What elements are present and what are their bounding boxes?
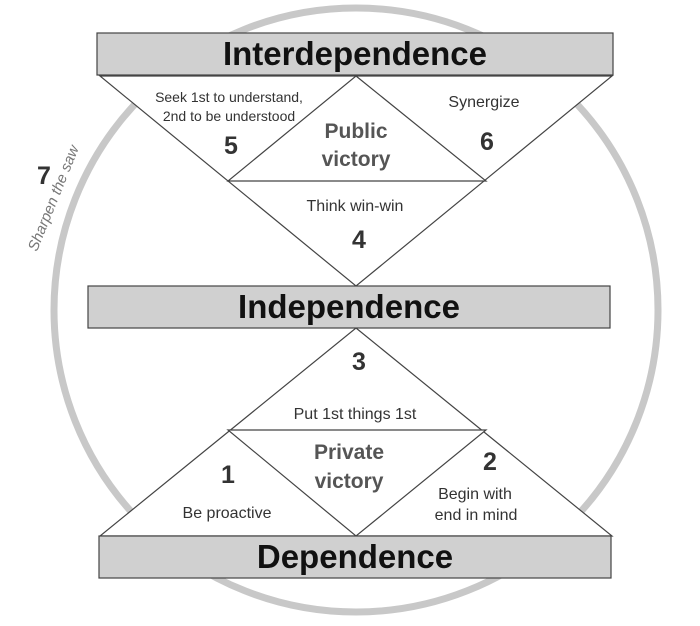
habit-2-number: 2 <box>483 448 497 476</box>
habit-7-number: 7 <box>37 162 51 190</box>
interdependence-label: Interdependence <box>223 35 487 72</box>
dependence-bar <box>98 535 612 579</box>
habit-4-number: 4 <box>352 226 366 254</box>
habit-1-label: Be proactive <box>183 505 272 522</box>
habit-5-number: 5 <box>224 132 238 160</box>
private-victory-line2: victory <box>315 470 384 493</box>
public-victory-triangle <box>226 75 488 182</box>
dependence-label: Dependence <box>257 538 453 575</box>
habit-2-label-line1: Begin with <box>438 486 512 503</box>
habit-4-label: Think win-win <box>307 198 404 215</box>
independence-bar <box>87 285 611 329</box>
habit-6-label: Synergize <box>448 94 519 111</box>
habit-3-number: 3 <box>352 348 366 376</box>
public-victory-line2: victory <box>322 148 391 171</box>
independence-label: Independence <box>238 288 460 325</box>
private-victory-line1: Private <box>314 441 384 464</box>
renewal-circle <box>50 4 662 616</box>
habit-5-label-line1: Seek 1st to understand, <box>155 89 303 105</box>
habit-6-number: 6 <box>480 128 494 156</box>
interdependence-bar <box>96 32 614 76</box>
private-victory-triangle <box>226 429 488 537</box>
habit-2-label-line2: end in mind <box>435 507 518 524</box>
habit-3-label: Put 1st things 1st <box>294 406 417 423</box>
habit-5-label-line2: 2nd to be understood <box>163 108 295 124</box>
public-victory-line1: Public <box>324 120 387 143</box>
habit-1-number: 1 <box>221 461 235 489</box>
